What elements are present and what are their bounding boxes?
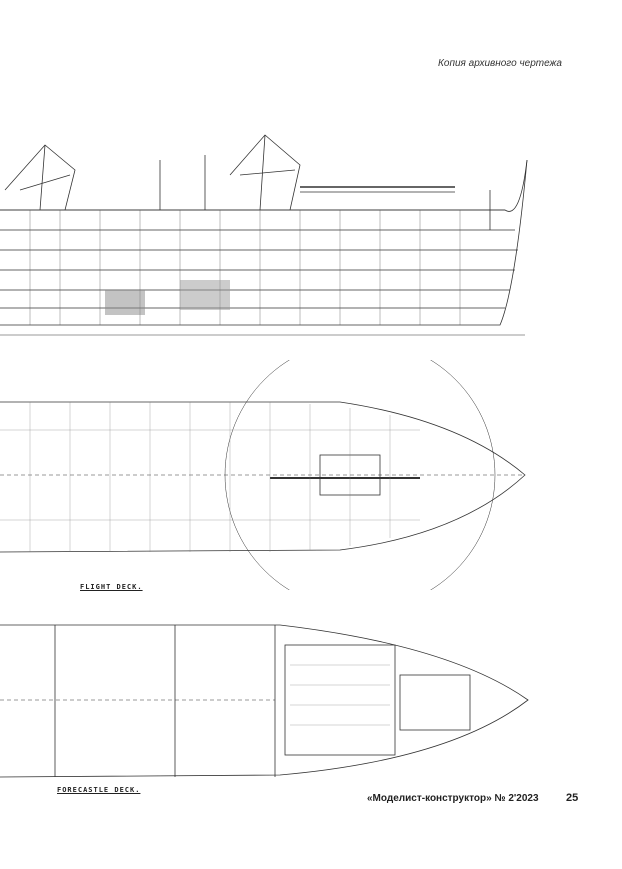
forecastle-deck-label: FORECASTLE DECK. bbox=[57, 786, 141, 794]
flight-deck-drawing bbox=[0, 360, 540, 590]
flight-deck-label: FLIGHT DECK. bbox=[80, 583, 143, 591]
side-elevation-drawing bbox=[0, 130, 540, 345]
forecastle-deck-drawing bbox=[0, 615, 540, 780]
archive-drawing-note: Копия архивного чертежа bbox=[438, 58, 562, 69]
page-number: 25 bbox=[566, 792, 579, 804]
magazine-title: «Моделист-конструктор» № 2'2023 bbox=[367, 793, 539, 804]
